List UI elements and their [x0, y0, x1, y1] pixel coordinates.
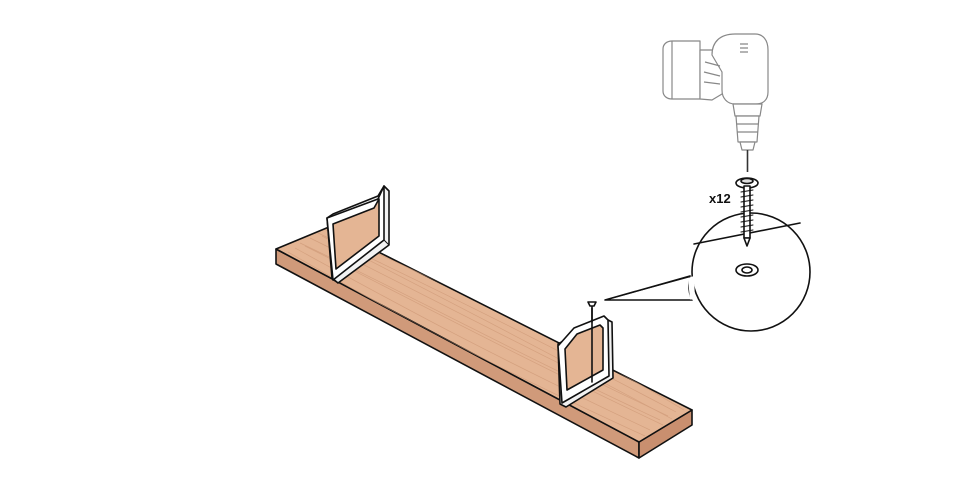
small-screw-icon	[587, 301, 597, 323]
screw-with-washer-icon	[735, 177, 759, 247]
screw-hole-icon	[735, 263, 759, 277]
detail-callout	[604, 212, 811, 332]
right-shelf-bracket	[557, 307, 614, 408]
cordless-drill-icon	[662, 33, 769, 172]
left-shelf-bracket	[326, 185, 390, 284]
quantity-label: x12	[709, 191, 731, 206]
